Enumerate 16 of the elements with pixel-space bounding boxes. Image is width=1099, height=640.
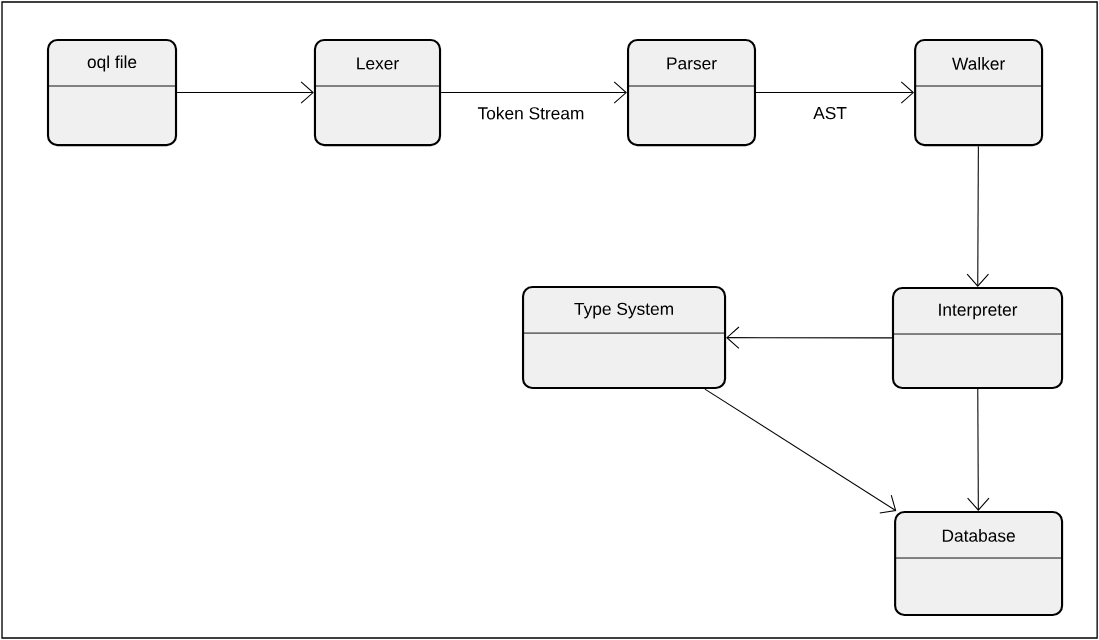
- arrow: [440, 81, 627, 104]
- arrow: [176, 81, 314, 104]
- arrow: [755, 81, 915, 104]
- state-box: Parser: [626, 38, 757, 147]
- state-box: Database: [894, 510, 1064, 616]
- state-box: Lexer: [313, 38, 442, 147]
- arrow: [704, 388, 897, 514]
- arrow: [726, 326, 893, 349]
- edge-label: Token Stream: [476, 105, 586, 121]
- arrow: [967, 388, 990, 511]
- arrow: [966, 145, 989, 287]
- state-box: Type System: [521, 285, 727, 390]
- state-box: Walker: [914, 38, 1044, 147]
- state-box: oql file: [46, 38, 178, 147]
- edge-label: AST: [811, 105, 849, 121]
- state-box: Interpreter: [891, 286, 1064, 390]
